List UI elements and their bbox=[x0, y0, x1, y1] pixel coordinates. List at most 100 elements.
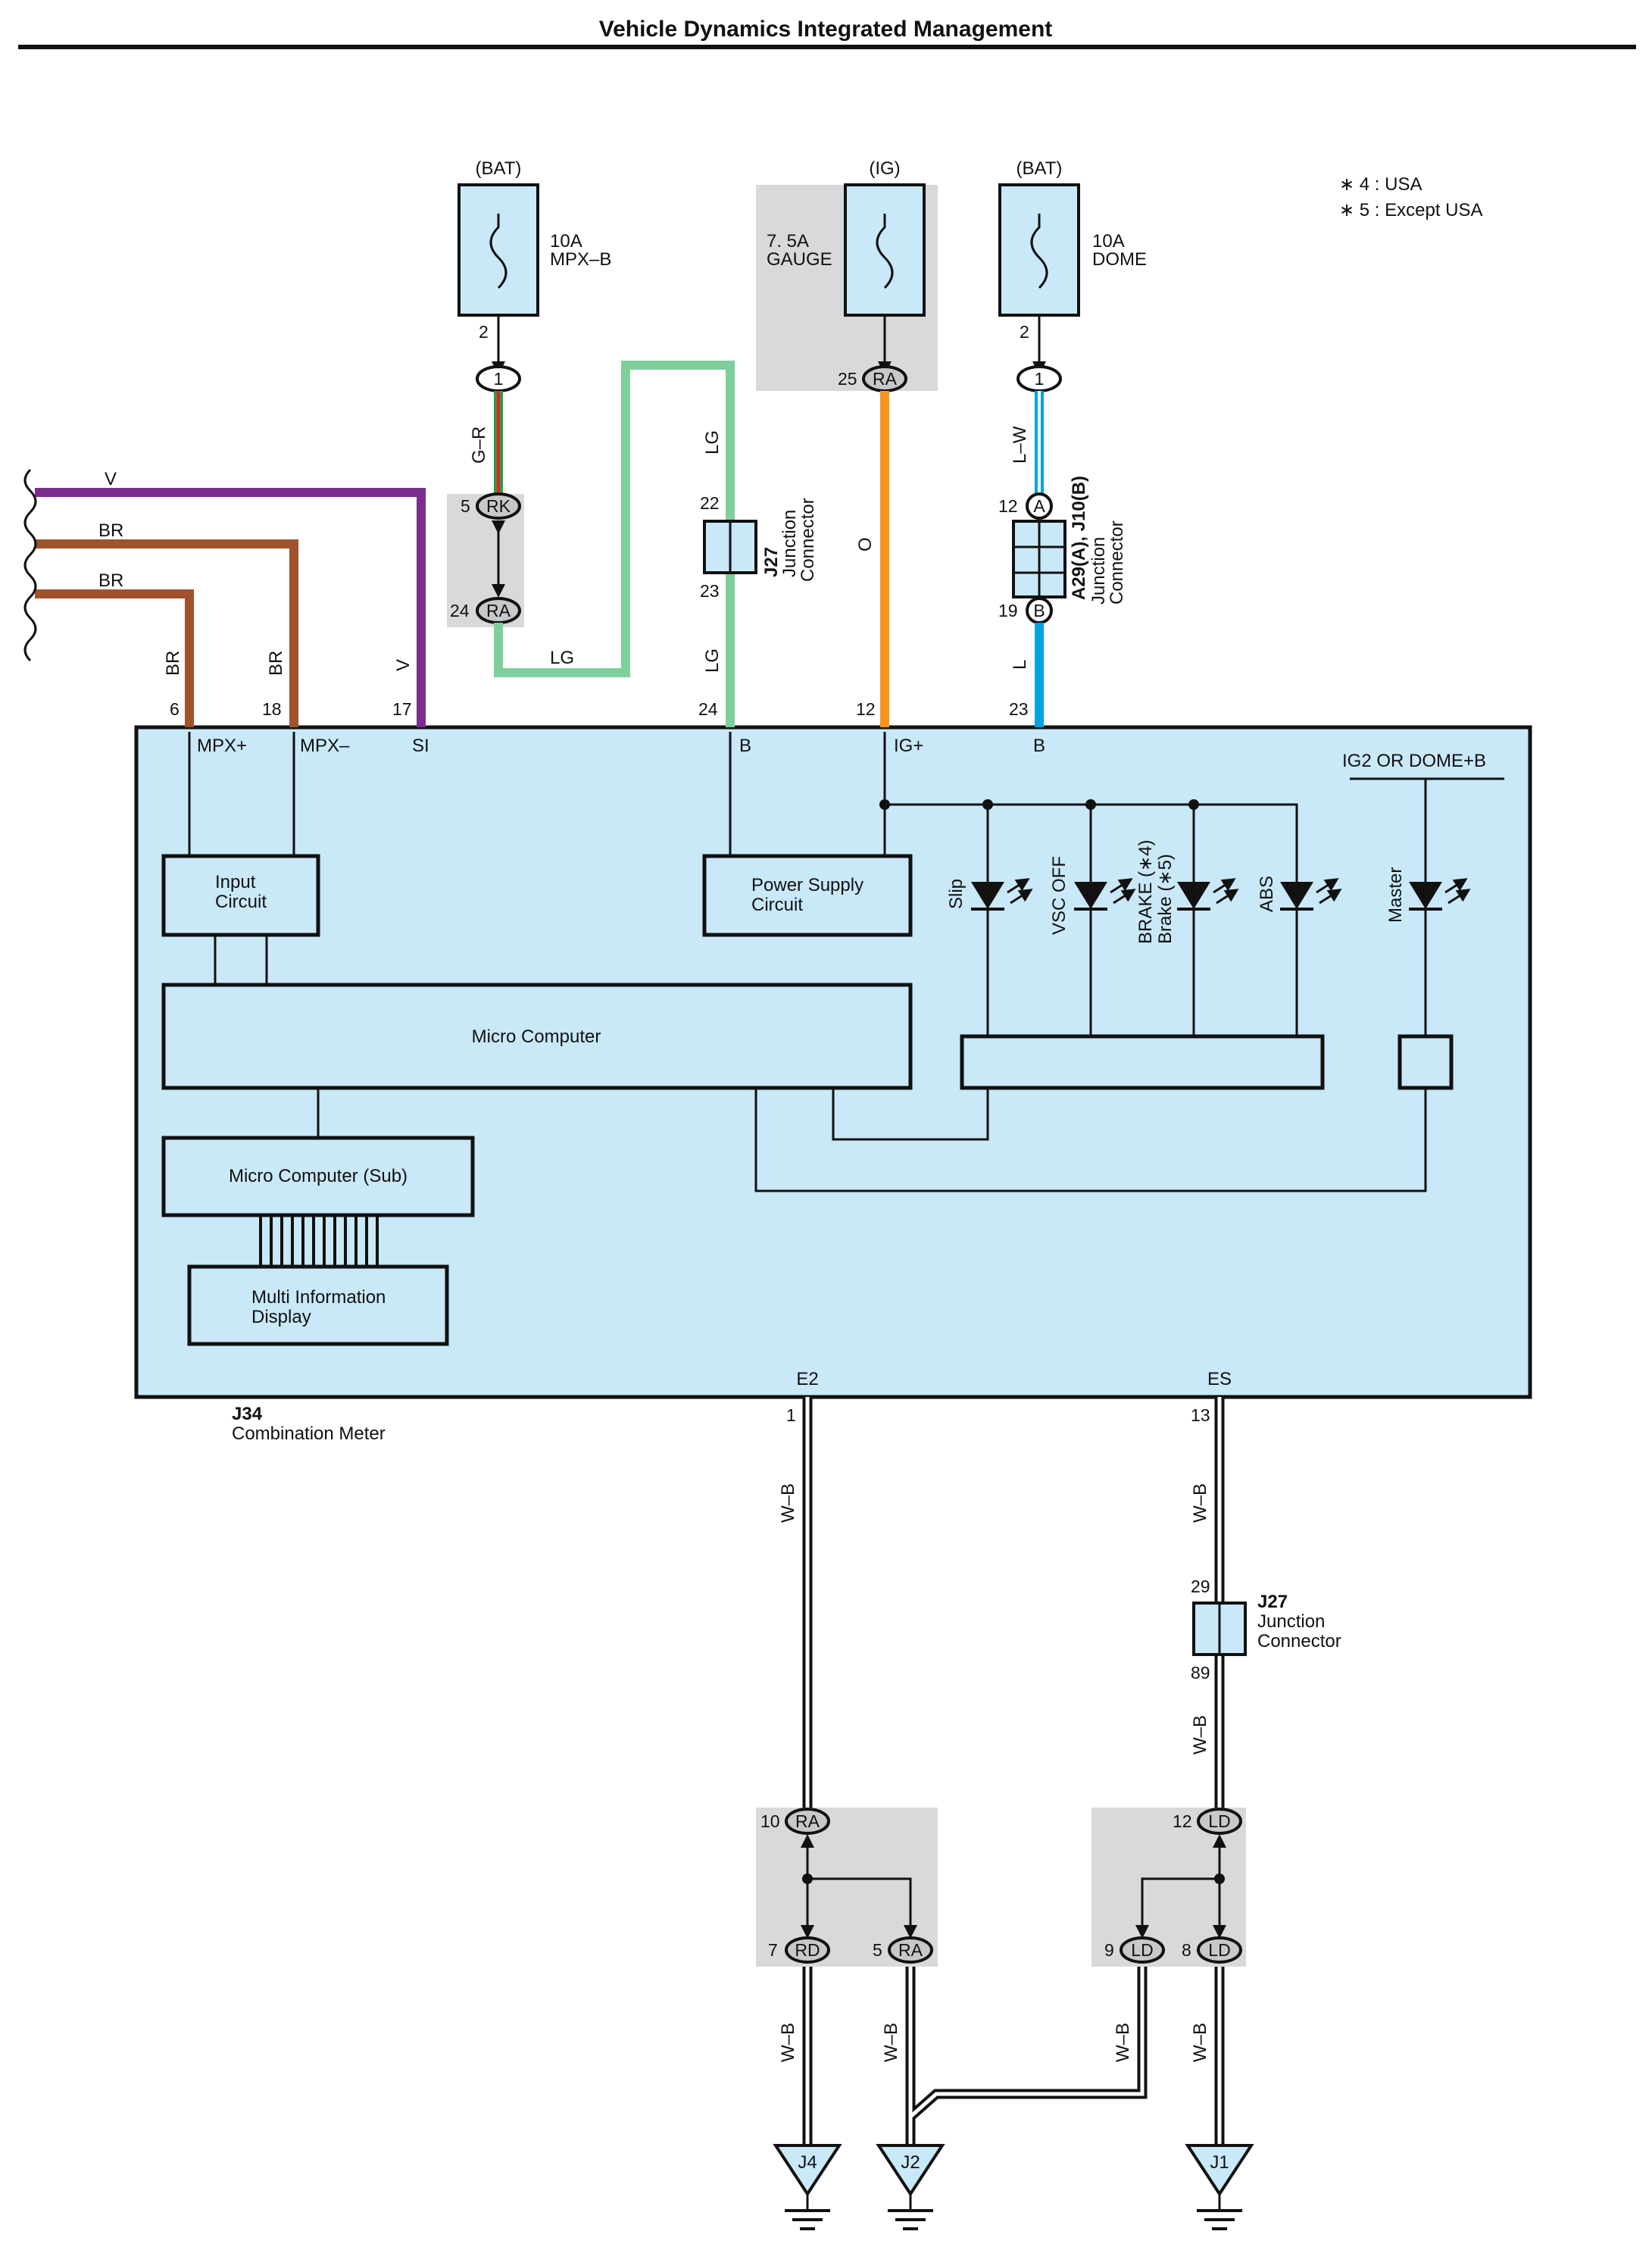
connector-rd-7-label: RD bbox=[795, 1940, 820, 1960]
mid-bus-lines bbox=[259, 1215, 379, 1267]
ground-j1-icon bbox=[1185, 2144, 1254, 2230]
pin-2-mpxb: 2 bbox=[479, 322, 489, 342]
wire-label-lg-lower: LG bbox=[702, 648, 723, 673]
junction-a29-line2: Connector bbox=[1107, 520, 1127, 605]
connector-1-dome-label: 1 bbox=[1035, 369, 1045, 389]
junction-j27-top-id: J27 bbox=[761, 547, 782, 577]
power-supply-label2: Circuit bbox=[751, 895, 803, 915]
fuse-dome-icon bbox=[1030, 214, 1048, 289]
multi-info-display-label2: Display bbox=[251, 1307, 311, 1327]
connector-ld-8 bbox=[1197, 1936, 1242, 1964]
fuse-mpxb-source: (BAT) bbox=[476, 158, 522, 179]
wire-label-v17: V bbox=[393, 659, 414, 671]
micro-computer-sub-box bbox=[161, 1136, 475, 1217]
pin-1-e2: 1 bbox=[786, 1405, 796, 1425]
wire-label-br-mid: BR bbox=[98, 570, 123, 591]
wire-label-lg-upper: LG bbox=[702, 430, 723, 455]
multi-info-display-box bbox=[187, 1264, 449, 1346]
wire-label-v-top: V bbox=[105, 469, 117, 489]
junction-j27-bottom-id: J27 bbox=[1257, 1592, 1288, 1612]
micro-computer-box bbox=[161, 983, 913, 1090]
wire-label-wb-es: W–B bbox=[1190, 1483, 1210, 1523]
wire-label-wb-j1: W–B bbox=[1190, 2023, 1210, 2062]
connector-ra-5 bbox=[888, 1936, 933, 1964]
led-slip-icon bbox=[971, 878, 1033, 911]
pin-24-meter: 24 bbox=[698, 699, 718, 719]
connector-1-mpxb-label: 1 bbox=[494, 369, 504, 389]
connector-ld-12-label: LD bbox=[1208, 1811, 1230, 1831]
meter-name: Combination Meter bbox=[232, 1423, 386, 1444]
terminal-si: SI bbox=[412, 736, 429, 756]
wire-label-lw: L–W bbox=[1010, 426, 1030, 464]
wire-label-lg-bottom: LG bbox=[550, 648, 574, 668]
terminal-mpx-minus: MPX– bbox=[300, 736, 350, 756]
terminal-mpx-plus: MPX+ bbox=[197, 736, 247, 756]
pin-9: 9 bbox=[1104, 1940, 1114, 1960]
wire-label-wb-j27: W–B bbox=[1190, 1715, 1210, 1755]
connector-rk-label: RK bbox=[486, 496, 511, 516]
fuse-gauge-box bbox=[844, 183, 926, 317]
note-usa: ∗ 4 : USA bbox=[1339, 174, 1422, 195]
wire-label-wb-e2: W–B bbox=[778, 1483, 798, 1523]
wire-label-gr: G–R bbox=[469, 427, 489, 464]
pin-12-a: 12 bbox=[998, 496, 1018, 516]
fuse-gauge-name: GAUGE bbox=[767, 249, 832, 270]
connector-a-label: A bbox=[1033, 496, 1045, 516]
wire-label-br-top: BR bbox=[98, 520, 123, 541]
fuse-dome-source: (BAT) bbox=[1016, 158, 1063, 179]
wire-v bbox=[35, 488, 426, 727]
junction-j27-top-line2: Connector bbox=[798, 498, 818, 582]
micro-computer-sub-label: Micro Computer (Sub) bbox=[229, 1166, 408, 1186]
wire-label-wb-j2: W–B bbox=[881, 2023, 901, 2062]
ground-j4-label: J4 bbox=[798, 2152, 817, 2173]
micro-computer-label: Micro Computer bbox=[472, 1027, 601, 1047]
multi-info-display-label1: Multi Information bbox=[251, 1287, 386, 1308]
fuse-gauge-source: (IG) bbox=[869, 158, 900, 179]
ground-j2-icon bbox=[876, 2144, 945, 2230]
connector-ld-9-label: LD bbox=[1131, 1940, 1153, 1960]
connector-ld-8-label: LD bbox=[1208, 1940, 1230, 1960]
terminal-ig-plus: IG+ bbox=[894, 736, 923, 756]
pin-8: 8 bbox=[1182, 1940, 1191, 1960]
fuse-mpxb-box bbox=[458, 183, 539, 317]
connector-rk bbox=[476, 492, 521, 520]
fuse-dome-rating: 10A bbox=[1092, 231, 1125, 252]
junction-j27-bottom-line1: Junction bbox=[1257, 1611, 1325, 1632]
pin-13-es: 13 bbox=[1191, 1405, 1210, 1425]
power-supply-box bbox=[702, 854, 913, 937]
ground-j4-icon bbox=[773, 2144, 842, 2230]
terminal-ig2-dome: IG2 OR DOME+B bbox=[1342, 751, 1486, 771]
wire-br-18 bbox=[35, 539, 298, 727]
pin-17: 17 bbox=[392, 699, 412, 719]
power-supply-label1: Power Supply bbox=[751, 875, 863, 895]
splice-ld-dot bbox=[1214, 1873, 1225, 1884]
led-brake-label2: Brake (∗5) bbox=[1155, 854, 1176, 944]
pin-6: 6 bbox=[170, 699, 180, 719]
led-master-icon bbox=[1409, 878, 1471, 911]
connector-ra-10 bbox=[785, 1808, 830, 1835]
pin-25: 25 bbox=[838, 369, 857, 389]
terminal-es: ES bbox=[1207, 1369, 1232, 1389]
connector-rd-7 bbox=[785, 1936, 830, 1964]
terminal-b-dome: B bbox=[1033, 736, 1045, 756]
wire-label-br18: BR bbox=[266, 651, 286, 676]
junction-a29-line1: Junction bbox=[1088, 537, 1109, 605]
led-master-label: Master bbox=[1385, 867, 1406, 923]
junction-j27-bottom-line2: Connector bbox=[1257, 1631, 1341, 1652]
input-circuit-box bbox=[161, 854, 320, 937]
pin-24-ra: 24 bbox=[450, 601, 470, 620]
meter-id: J34 bbox=[232, 1404, 263, 1424]
pin-10: 10 bbox=[760, 1811, 780, 1831]
wire-label-wb-j4: W–B bbox=[778, 2023, 798, 2062]
connector-a bbox=[1026, 492, 1053, 520]
splice-ld bbox=[1135, 1834, 1226, 1939]
led-vsc-off-icon bbox=[1074, 878, 1136, 911]
pin-22: 22 bbox=[700, 493, 720, 513]
pin-89: 89 bbox=[1191, 1663, 1210, 1683]
fuse-dome-name: DOME bbox=[1092, 249, 1147, 270]
pin-18: 18 bbox=[262, 699, 282, 719]
connector-ra-24-label: RA bbox=[486, 601, 511, 620]
splice-ra bbox=[801, 1834, 917, 1939]
wb-wires bbox=[802, 1397, 1225, 2145]
input-circuit-label1: Input bbox=[215, 872, 256, 892]
